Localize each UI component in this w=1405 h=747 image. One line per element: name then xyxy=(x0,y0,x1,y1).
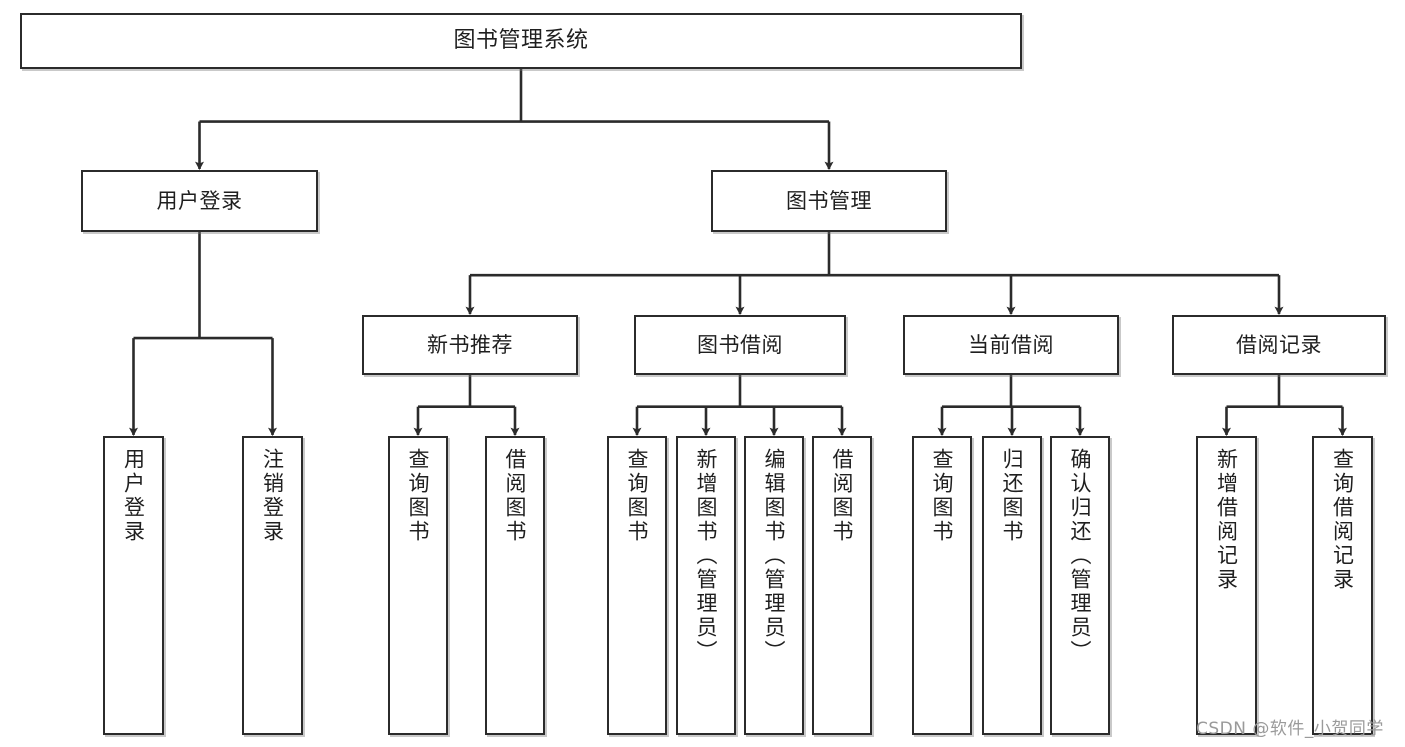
node-label: 查询图书 xyxy=(406,448,431,544)
node-label: 借阅图书 xyxy=(830,448,855,544)
node-leaf-q3[interactable]: 查询图书 xyxy=(912,436,972,735)
node-login[interactable]: 用户登录 xyxy=(81,170,318,232)
node-label: 注销登录 xyxy=(260,448,285,544)
node-label: 查询图书 xyxy=(625,448,650,544)
node-label: 查询借阅记录 xyxy=(1330,448,1355,592)
node-label: 借阅记录 xyxy=(1236,332,1322,357)
node-records[interactable]: 借阅记录 xyxy=(1172,315,1386,375)
node-label: 查询图书 xyxy=(930,448,955,544)
node-label: 归还图书 xyxy=(1000,448,1025,544)
node-label: 借阅图书 xyxy=(503,448,528,544)
node-leaf-add[interactable]: 新增图书（管理员） xyxy=(676,436,736,735)
node-borrow[interactable]: 图书借阅 xyxy=(634,315,846,375)
csdn-watermark: CSDN @软件_小贺同学 xyxy=(1196,719,1384,739)
node-leaf-conf[interactable]: 确认归还（管理员） xyxy=(1050,436,1110,735)
node-leaf-edit[interactable]: 编辑图书（管理员） xyxy=(744,436,804,735)
node-current[interactable]: 当前借阅 xyxy=(903,315,1119,375)
node-leaf-ret[interactable]: 归还图书 xyxy=(982,436,1042,735)
node-label: 新书推荐 xyxy=(427,332,513,357)
node-leaf-qrec[interactable]: 查询借阅记录 xyxy=(1312,436,1373,735)
node-leaf-logout[interactable]: 注销登录 xyxy=(242,436,303,735)
node-root[interactable]: 图书管理系统 xyxy=(20,13,1022,69)
node-leaf-login[interactable]: 用户登录 xyxy=(103,436,164,735)
node-leaf-addrec[interactable]: 新增借阅记录 xyxy=(1196,436,1257,735)
node-leaf-b2[interactable]: 借阅图书 xyxy=(812,436,872,735)
node-label: 用户登录 xyxy=(156,188,243,213)
node-label: 图书借阅 xyxy=(697,332,783,357)
node-newbooks[interactable]: 新书推荐 xyxy=(362,315,578,375)
node-label: 当前借阅 xyxy=(968,332,1054,357)
node-label: 图书管理 xyxy=(786,188,872,213)
node-leaf-q1[interactable]: 查询图书 xyxy=(388,436,448,735)
node-label: 用户登录 xyxy=(121,448,146,544)
node-label: 确认归还（管理员） xyxy=(1068,448,1093,664)
node-bookmgmt[interactable]: 图书管理 xyxy=(711,170,947,232)
node-label: 编辑图书（管理员） xyxy=(762,448,787,664)
node-label: 图书管理系统 xyxy=(453,28,589,54)
node-label: 新增图书（管理员） xyxy=(694,448,719,664)
node-leaf-q2[interactable]: 查询图书 xyxy=(607,436,667,735)
node-label: 新增借阅记录 xyxy=(1214,448,1239,592)
node-leaf-b1[interactable]: 借阅图书 xyxy=(485,436,545,735)
